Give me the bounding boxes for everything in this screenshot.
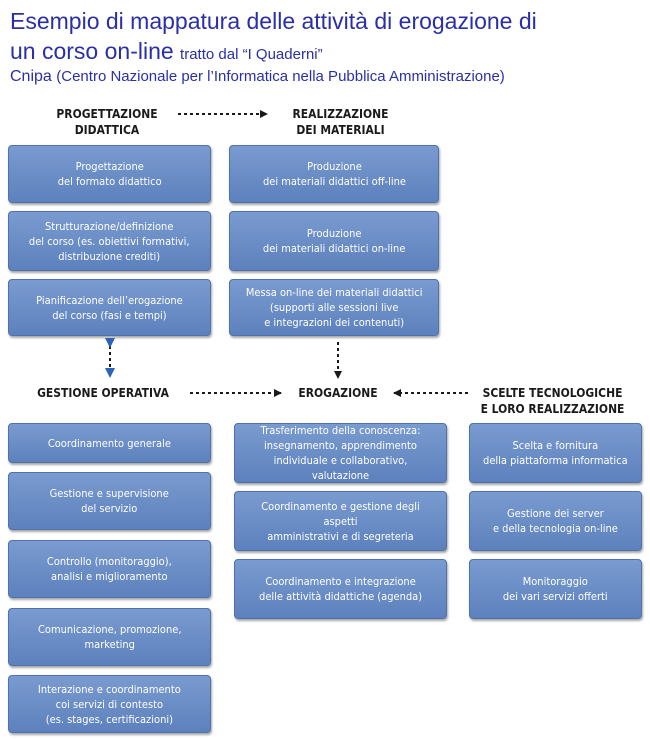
box-interazione-servizi: Interazione e coordinamento coi servizi …	[8, 675, 211, 733]
page-title-line-2: un corso on-line tratto dal “I Quaderni”	[10, 36, 323, 70]
box-trasferimento-conoscenza: Trasferimento della conoscenza: insegnam…	[234, 423, 447, 483]
box-pianificazione-erogazione: Pianificazione dell’erogazione del corso…	[8, 279, 211, 336]
box-coordinamento-generale: Coordinamento generale	[8, 423, 211, 463]
page-subtitle: Cnipa (Centro Nazionale per l’Informatic…	[10, 66, 505, 88]
section-realizzazione-materiali: REALIZZAZIONE DEI MATERIALI	[292, 106, 389, 137]
box-messa-online: Messa on-line dei materiali didattici (s…	[229, 279, 439, 336]
box-produzione-offline: Produzione dei materiali didattici off-l…	[229, 145, 439, 203]
page-title-line-1: Esempio di mappatura delle attività di e…	[10, 8, 537, 34]
page-title-source: tratto dal “I Quaderni”	[180, 46, 323, 63]
box-strutturazione-corso: Strutturazione/definizione del corso (es…	[8, 211, 211, 271]
section-gestione-operativa: GESTIONE OPERATIVA	[37, 385, 169, 400]
box-scelta-piattaforma: Scelta e fornitura della piattaforma inf…	[469, 423, 642, 483]
box-progettazione-formato: Progettazione del formato didattico	[8, 145, 211, 203]
box-comunicazione-marketing: Comunicazione, promozione, marketing	[8, 608, 211, 666]
section-erogazione: EROGAZIONE	[298, 385, 378, 400]
box-coordinamento-amministrativo: Coordinamento e gestione degli aspetti a…	[234, 491, 447, 551]
box-controllo-monitoraggio: Controllo (monitoraggio), analisi e migl…	[8, 540, 211, 598]
box-monitoraggio-servizi: Monitoraggio dei vari servizi offerti	[469, 559, 642, 619]
page-title-main: un corso on-line	[10, 38, 174, 64]
box-gestione-supervisione: Gestione e supervisione del servizio	[8, 472, 211, 530]
section-scelte-tecnologiche: SCELTE TECNOLOGICHE E LORO REALIZZAZIONE	[480, 385, 625, 416]
section-progettazione-didattica: PROGETTAZIONE DIDATTICA	[56, 106, 158, 137]
subtitle-org: Cnipa	[10, 68, 52, 85]
box-gestione-server: Gestione dei server e della tecnologia o…	[469, 491, 642, 551]
box-coordinamento-attivita: Coordinamento e integrazione delle attiv…	[234, 559, 447, 619]
subtitle-org-full: (Centro Nazionale per l’Informatica nell…	[56, 68, 505, 85]
box-produzione-online: Produzione dei materiali didattici on-li…	[229, 211, 439, 271]
